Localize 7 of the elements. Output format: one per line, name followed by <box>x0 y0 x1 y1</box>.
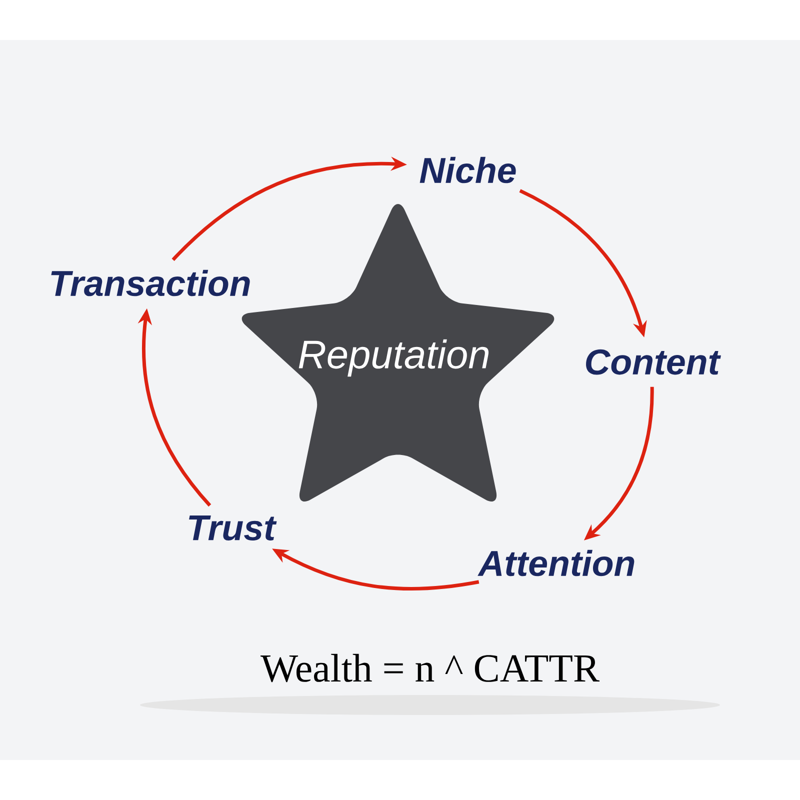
cycle-step-label: Transaction <box>51 270 250 296</box>
cycle-step-label: Trust <box>189 516 277 541</box>
star-label: Reputation <box>298 339 489 377</box>
cycle-step-label: Content <box>586 349 721 375</box>
cycle-step-label: Niche <box>420 156 516 184</box>
formula: Wealth = n ^ CATTR <box>260 654 600 682</box>
cycle-step-label: Attention <box>478 550 634 576</box>
